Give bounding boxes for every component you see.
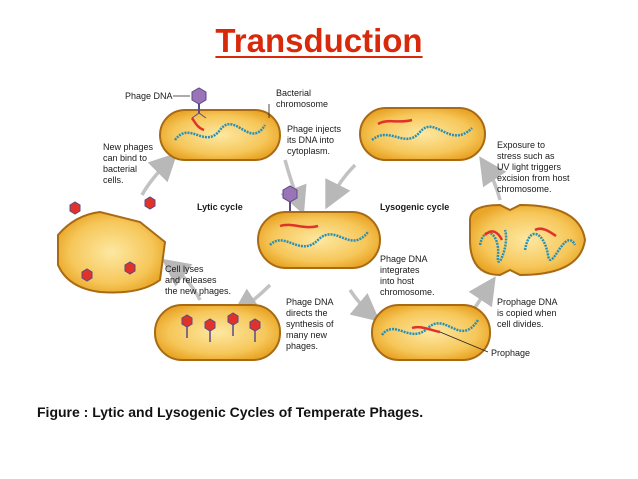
cell-infection bbox=[159, 109, 281, 161]
phage-dna bbox=[279, 223, 319, 229]
prophage-dna bbox=[411, 325, 441, 334]
bacterial-dna bbox=[269, 231, 369, 248]
bacterial-dna bbox=[371, 125, 473, 142]
arrow-right-up bbox=[479, 156, 507, 201]
released-phages bbox=[69, 196, 156, 282]
label-exposure: Exposure to stress such as UV light trig… bbox=[497, 140, 572, 194]
label-new-phages: New phages can bind to bacterial cells. bbox=[103, 142, 156, 185]
phage-dna-left bbox=[484, 230, 504, 241]
label-phage-dna-directs: Phage DNA directs the synthesis of many … bbox=[286, 297, 336, 351]
label-lysogenic-cycle: Lysogenic cycle bbox=[380, 202, 449, 212]
cell-center bbox=[257, 211, 381, 269]
label-prophage-copied: Prophage DNA is copied when cell divides… bbox=[497, 297, 560, 329]
cell-synthesis bbox=[154, 304, 281, 361]
bacterial-dna bbox=[381, 319, 480, 336]
bacterial-dna-right bbox=[523, 232, 577, 261]
prophage-pointer bbox=[439, 331, 489, 353]
phage-dna-right bbox=[534, 227, 557, 238]
label-phage-dna: Phage DNA bbox=[125, 91, 173, 101]
figure-caption: Figure : Lytic and Lysogenic Cycles of T… bbox=[37, 404, 424, 420]
arrow-burst-up bbox=[140, 152, 178, 196]
excised-phage-dna bbox=[377, 118, 413, 126]
injected-phage-dna bbox=[190, 117, 205, 132]
label-lytic-cycle: Lytic cycle bbox=[197, 202, 243, 212]
cell-dividing bbox=[469, 203, 587, 277]
arrow-center-to-bottom-right bbox=[348, 289, 381, 322]
label-cell-lyses: Cell lyses and releases the new phages. bbox=[165, 264, 231, 296]
phage-free bbox=[282, 185, 298, 211]
label-prophage: Prophage bbox=[491, 348, 530, 358]
arrow-top-to-center bbox=[280, 159, 307, 215]
arrow-top-right-to-center bbox=[325, 163, 357, 210]
label-bacterial-chromosome: Bacterial chromosome bbox=[276, 88, 328, 109]
cycle-arrows bbox=[140, 152, 507, 322]
label-phage-dna-integrates: Phage DNA integrates into host chromosom… bbox=[380, 254, 435, 297]
phage-attached bbox=[191, 87, 207, 119]
slide-title: Transduction bbox=[215, 22, 423, 59]
arrow-bottom-left-up bbox=[161, 258, 202, 301]
bacterial-dna bbox=[174, 122, 267, 141]
cell-prophage bbox=[371, 304, 491, 361]
label-phage-injects: Phage injects its DNA into cytoplasm. bbox=[287, 124, 344, 156]
cell-lysing bbox=[57, 196, 167, 294]
cell-excision bbox=[359, 107, 486, 161]
